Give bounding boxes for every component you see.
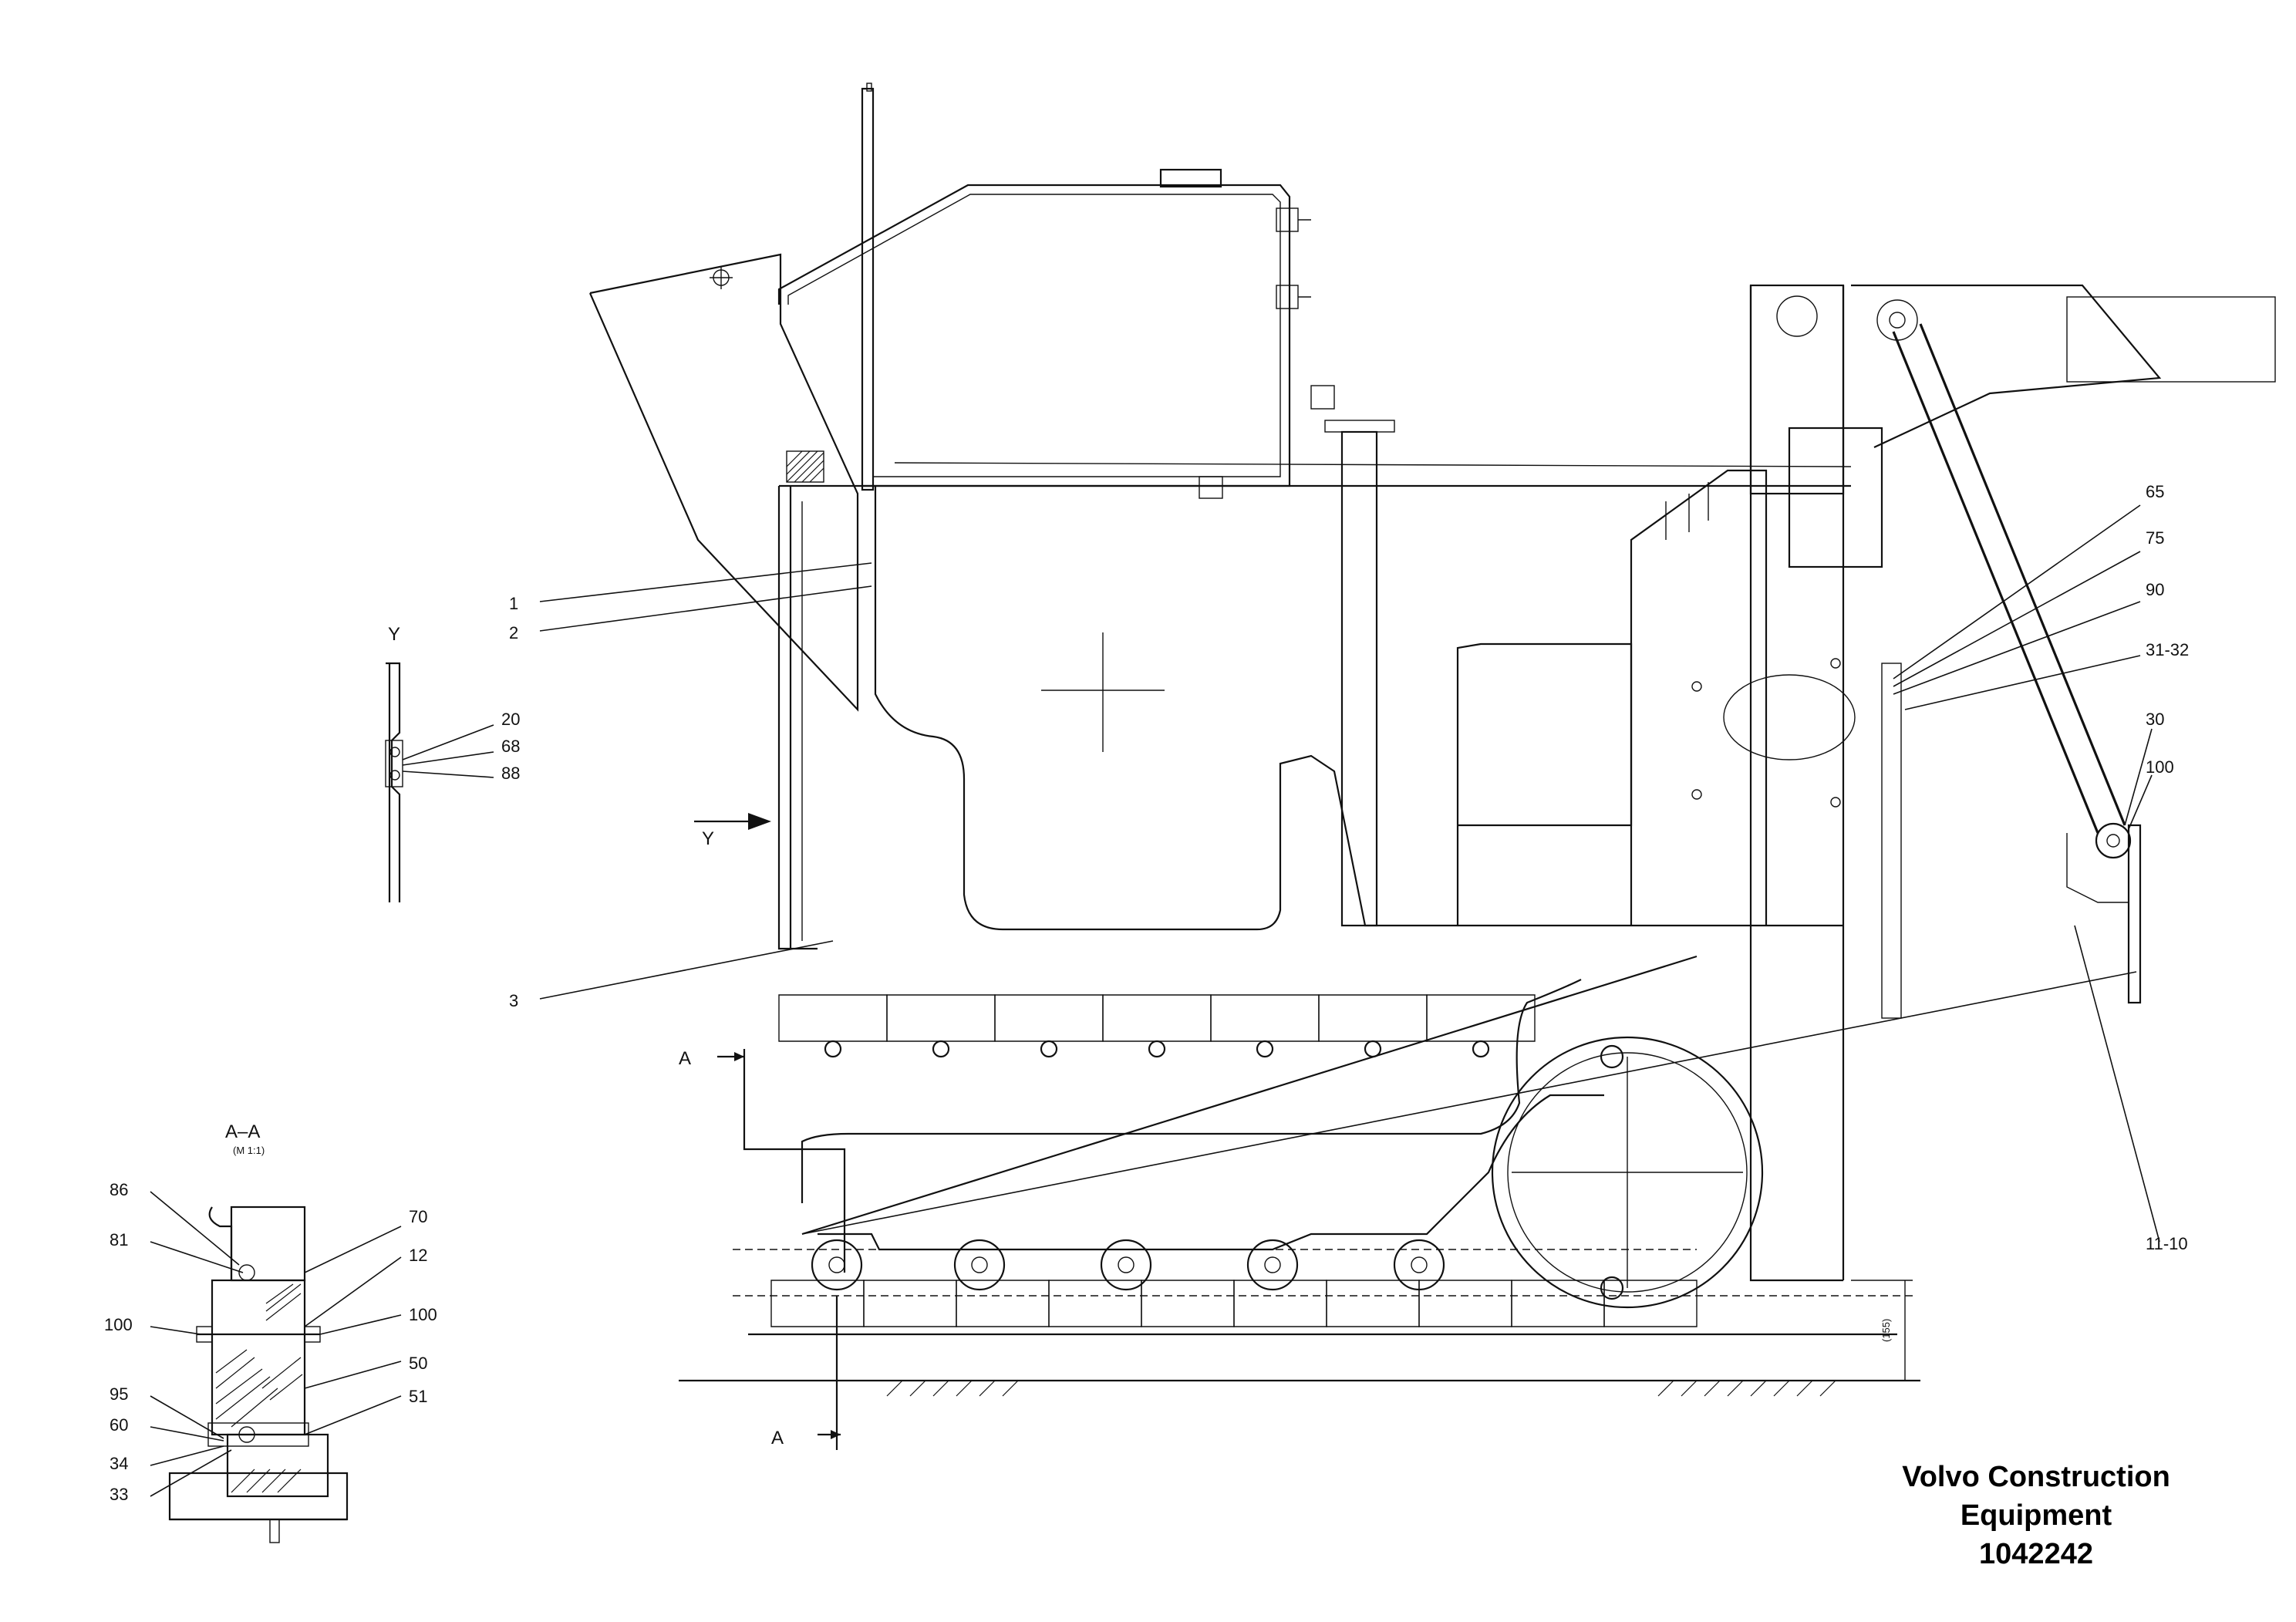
drawing-number: 1042242 (1979, 1538, 2093, 1570)
detail-y-title: Y (388, 624, 400, 645)
callout-68: 68 (501, 737, 520, 756)
detail-view-y: Y 20 68 88 (385, 624, 520, 902)
callout-2: 2 (509, 623, 518, 642)
callout-100-left: 100 (104, 1315, 133, 1334)
callout-51: 51 (409, 1387, 427, 1406)
callout-95: 95 (110, 1384, 128, 1404)
company-name-line1: Volvo Construction (1902, 1461, 2170, 1493)
callout-20: 20 (501, 710, 520, 729)
callout-100-main: 100 (2146, 757, 2174, 777)
dimension-155: (155) (1880, 1319, 1892, 1342)
callout-88: 88 (501, 764, 520, 783)
callout-31-32: 31-32 (2146, 640, 2189, 659)
view-y-label: Y (702, 828, 714, 849)
main-assembly-view: 1 2 3 65 75 90 31-32 30 100 11-10 Y A A … (509, 83, 2276, 1450)
company-name-line2: Equipment (1960, 1499, 2112, 1532)
callout-60: 60 (110, 1415, 128, 1435)
section-mark-top: A (679, 1048, 691, 1069)
callout-1: 1 (509, 594, 518, 613)
section-mark-bottom: A (771, 1428, 784, 1448)
section-aa-scale: (M 1:1) (233, 1145, 265, 1156)
callout-3: 3 (509, 991, 518, 1010)
section-view-aa: A–A (M 1:1) (104, 1121, 437, 1543)
callout-100-right: 100 (409, 1305, 437, 1324)
callout-65: 65 (2146, 482, 2164, 501)
callout-86: 86 (110, 1180, 128, 1199)
callout-30: 30 (2146, 710, 2164, 729)
callout-50: 50 (409, 1354, 427, 1373)
callout-33: 33 (110, 1485, 128, 1504)
callout-90: 90 (2146, 580, 2164, 599)
title-block: Volvo Construction Equipment 1042242 (1836, 1458, 2237, 1573)
callout-81: 81 (110, 1230, 128, 1249)
callout-75: 75 (2146, 528, 2164, 548)
callout-12: 12 (409, 1246, 427, 1265)
callout-11-10: 11-10 (2146, 1234, 2188, 1253)
section-aa-title: A–A (225, 1121, 260, 1142)
callout-70: 70 (409, 1207, 427, 1226)
callout-34: 34 (110, 1454, 128, 1473)
